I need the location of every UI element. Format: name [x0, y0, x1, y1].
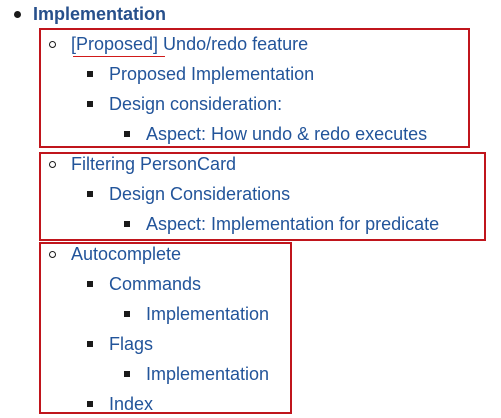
toc-link-proposed-implementation[interactable]: Proposed Implementation: [109, 64, 315, 84]
bullet-square-icon: [85, 331, 95, 357]
toc-link-aspect-predicate[interactable]: Aspect: Implementation for predicate: [146, 214, 440, 234]
bullet-square-icon: [85, 391, 95, 417]
bullet-square-icon: [122, 211, 132, 237]
bullet-circle-icon: [47, 151, 57, 177]
bullet-circle-icon: [47, 241, 57, 267]
bullet-circle-icon: [47, 31, 57, 57]
toc-link-autocomplete[interactable]: Autocomplete: [71, 244, 182, 264]
bullet-square-icon: [85, 271, 95, 297]
bullet-square-icon: [85, 91, 95, 117]
spellcheck-underline: [73, 55, 165, 58]
bullet-square-icon: [85, 181, 95, 207]
toc-link-design-consideration[interactable]: Design consideration:: [109, 94, 283, 114]
toc-link-aspect-undo-redo[interactable]: Aspect: How undo & redo executes: [146, 124, 428, 144]
highlight-box-autocomplete: [39, 242, 292, 414]
bullet-square-icon: [122, 361, 132, 387]
bullet-square-icon: [122, 301, 132, 327]
toc-link-flags-implementation[interactable]: Implementation: [146, 364, 270, 384]
bullet-square-icon: [85, 61, 95, 87]
toc-link-flags[interactable]: Flags: [109, 334, 154, 354]
toc-link-commands[interactable]: Commands: [109, 274, 202, 294]
toc-link-commands-implementation[interactable]: Implementation: [146, 304, 270, 324]
toc-link-filtering-personcard[interactable]: Filtering PersonCard: [71, 154, 237, 174]
toc-link-design-considerations[interactable]: Design Considerations: [109, 184, 291, 204]
toc-link-undo-redo[interactable]: [Proposed] Undo/redo feature: [71, 34, 309, 54]
bullet-disc-icon: [12, 1, 22, 27]
bullet-square-icon: [122, 121, 132, 147]
toc-link-index[interactable]: Index: [109, 394, 154, 414]
toc-link-implementation[interactable]: Implementation: [33, 4, 167, 24]
